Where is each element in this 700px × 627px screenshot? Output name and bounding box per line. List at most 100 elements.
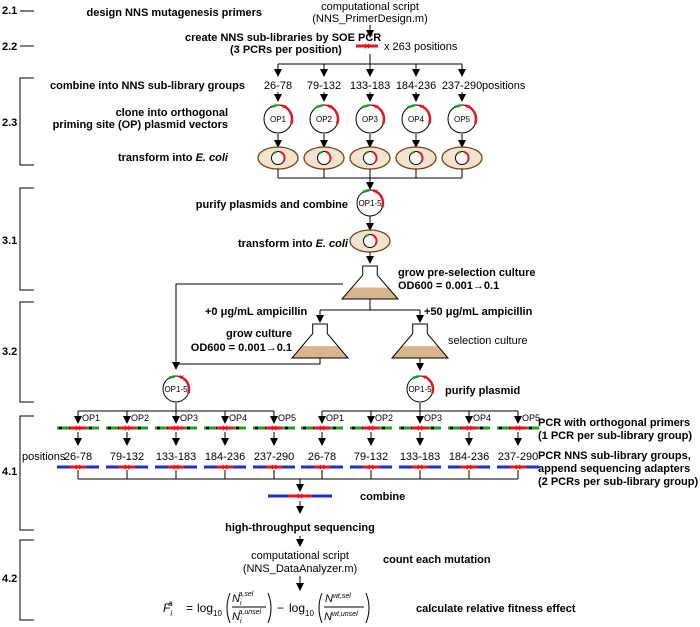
step-transform-2: transform into E. coli [238, 238, 349, 250]
ecoli-cell-op1 [257, 146, 299, 170]
step-pcr-nns-line3: (2 PCRs per sub-library group) [538, 476, 698, 488]
comp-script-top-line2: (NNS_PrimerDesign.m) [312, 13, 428, 25]
formula-equals: = [186, 601, 193, 615]
step-transform-1: transform into E. coli [118, 152, 229, 164]
op-primer-label: OP4 [473, 413, 491, 423]
svg-text:×: × [271, 424, 277, 435]
adapter-pcr-product: × [497, 463, 539, 474]
plasmid-label: OP1 [270, 115, 287, 124]
adapter-pcr-product: × [399, 463, 441, 474]
group-label-bottom: 133-183 [156, 451, 196, 463]
plasmid-op4: × OP4 [401, 104, 432, 134]
step-pcr-nns-line2: append sequencing adapters [538, 463, 690, 475]
orthogonal-pcr-product: × [155, 424, 197, 435]
pcr-rows: OP1×26-78×OP2×79-132×OP3×133-183×OP4×184… [57, 411, 540, 479]
line-unselected-join [176, 358, 321, 365]
selection-culture-label: selection culture [448, 335, 528, 347]
group-label-bottom: 237-290 [498, 451, 538, 463]
step-grow-culture: grow culture [226, 328, 292, 340]
adapter-pcr-product: × [350, 463, 392, 474]
svg-text:×: × [374, 104, 378, 111]
section-labels: 2.1 2.2 2.3 3.1 3.2 4.1 4.2 [2, 5, 34, 621]
formula-num1: Nia,sel [232, 591, 254, 607]
plasmid-label: OP2 [316, 115, 333, 124]
group-label-top: 133-183 [350, 80, 390, 92]
plasmid-label: OP4 [408, 115, 425, 124]
orthogonal-pcr-product: × [106, 424, 148, 435]
ecoli-cell-op5 [441, 146, 483, 170]
group-label-bottom: 26-78 [64, 451, 92, 463]
paren-close [267, 592, 272, 624]
orthogonal-pcr-product: × [253, 424, 295, 435]
orthogonal-pcr-product: × [448, 424, 490, 435]
step-combine: combine [360, 491, 405, 503]
svg-text:×: × [222, 463, 228, 474]
group-label-top: 79-132 [307, 80, 341, 92]
svg-text:×: × [424, 375, 428, 382]
flask-preselection [340, 265, 400, 300]
svg-text:×: × [75, 463, 81, 474]
comp-script-bottom-line2: (NNS_DataAnalyzer.m) [243, 563, 357, 575]
ecoli-cell-op2 [303, 146, 345, 170]
svg-text:×: × [180, 375, 184, 382]
section-label-2-3: 2.3 [2, 117, 17, 129]
plasmid-label: OP1-5 [408, 385, 432, 394]
group-label-top: 184-236 [396, 80, 436, 92]
svg-text:×: × [368, 463, 374, 474]
group-label-bottom: 26-78 [308, 451, 336, 463]
section-bracket-2-3 [19, 77, 34, 166]
adapter-pcr-product: × [448, 463, 490, 474]
svg-text:×: × [328, 104, 332, 111]
plasmid-op2: × OP2 [309, 104, 340, 134]
svg-text:×: × [417, 424, 423, 435]
ecoli-cell-pooled [349, 229, 391, 253]
positions-label-bottom: positions [22, 451, 66, 463]
section-label-2-2: 2.2 [2, 41, 17, 53]
adapter-pcr-product: × [253, 463, 295, 474]
step-purify-plasmid: purify plasmid [445, 385, 520, 397]
formula-den1: Nia,unsel [232, 609, 262, 625]
ecoli-cells-row [257, 146, 483, 178]
flask [390, 323, 450, 359]
svg-text:×: × [271, 463, 277, 474]
plasmid-op5: ×OP5 [447, 104, 478, 134]
pooled-plasmid-unselected: ×OP1-5 [162, 375, 191, 403]
svg-text:×: × [75, 424, 81, 435]
step-od-preselection: OD600 = 0.001→0.1 [398, 280, 499, 292]
step-combine-groups: combine into NNS sub-library groups [50, 80, 245, 92]
pooled-plasmid-selected: × OP1-5 [406, 375, 435, 403]
orthogonal-pcr-product: × [57, 424, 99, 435]
orthogonal-pcr-product: × [204, 424, 246, 435]
formula-log-1: log10 [197, 601, 222, 618]
section-label-3-2: 3.2 [2, 346, 17, 358]
group-label-bottom: 79-132 [354, 451, 388, 463]
plasmid-op1: × OP1 [263, 104, 294, 134]
svg-text:×: × [515, 424, 521, 435]
x-positions-label: x 263 positions [384, 41, 458, 53]
step-pcr-orthogonal-line1: PCR with orthogonal primers [538, 417, 690, 429]
plasmid-label: OP1-5 [358, 199, 382, 208]
adapter-pcr-product: × [106, 463, 148, 474]
formula-log-2: log10 [289, 601, 314, 618]
orthogonal-pcr-product: × [301, 424, 343, 435]
ampicillin-50-label: +50 μg/mL ampicillin [424, 306, 533, 318]
op-primer-label: OP2 [375, 413, 393, 423]
flask-grow-culture [290, 323, 350, 359]
step-design-primers: design NNS mutagenesis primers [87, 7, 262, 19]
group-label-bottom: 184-236 [205, 451, 245, 463]
op-primer-label: OP3 [424, 413, 442, 423]
plasmid-op1-5: ×OP1-5 [162, 375, 191, 403]
svg-text:×: × [364, 42, 370, 53]
adapter-pcr-product: × [155, 463, 197, 474]
svg-text:×: × [417, 463, 423, 474]
svg-text:×: × [368, 424, 374, 435]
adapter-pcr-product: × [204, 463, 246, 474]
comp-script-bottom-line1: computational script [251, 550, 349, 562]
step-pcrs-per-position: (3 PCRs per position) [230, 44, 342, 56]
plasmid-op3: ×OP3 [355, 104, 386, 134]
op-primer-label: OP1 [82, 413, 100, 423]
svg-text:×: × [282, 104, 286, 111]
svg-text:×: × [222, 424, 228, 435]
svg-text:×: × [420, 104, 424, 111]
